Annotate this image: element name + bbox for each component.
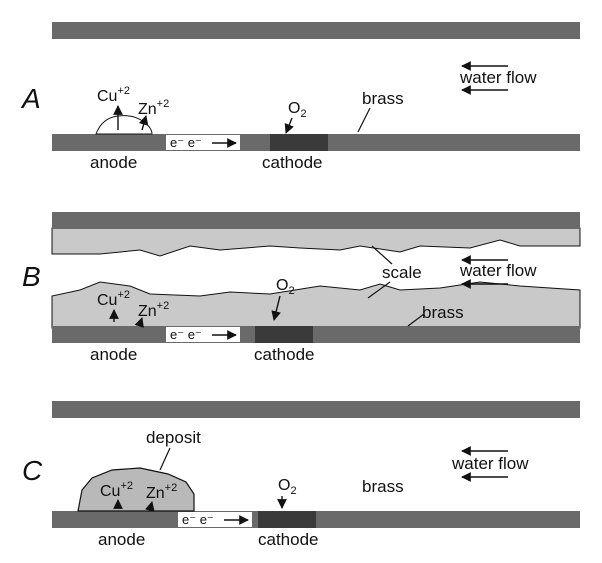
panel-a-zn-arrow [138,115,149,131]
panel-c-o2-label: O2 [278,477,297,497]
panel-b-cathode-zone [255,326,313,343]
panel-b-o2-arrow [271,295,281,321]
panel-c-brass-label: brass [362,477,404,496]
panel-b-lower-scale-layer [51,281,581,329]
panel-a-cathode-zone [270,134,328,151]
panel-a-brass-label: brass [362,89,404,108]
panel-a-o2-label: O2 [288,100,307,120]
panel-b-letter: B [22,261,41,292]
panel-a-cu-ion: Cu+2 [97,85,130,105]
panel-c: C deposit Cu+2 Zn+2 e⁻ e⁻ O2 brass water… [22,401,580,549]
panel-b-top-pipe-wall [52,212,580,229]
panel-c-cathode-zone [258,511,316,528]
panel-c-water-flow-label: water flow [451,454,529,473]
panel-a-brass-leader [357,107,371,133]
panel-c-zn-ion: Zn+2 [146,482,177,502]
panel-c-deposit-mound [77,467,195,512]
panel-b-upper-scale-layer [51,227,581,257]
panel-c-top-pipe-wall [52,401,580,418]
panel-b-anode-label: anode [90,345,137,364]
panel-a-electron-box [166,135,240,150]
panel-b-cathode-label: cathode [254,345,315,364]
panel-b-water-flow-label: water flow [459,261,537,280]
panel-b-brass-label: brass [422,303,464,322]
panel-b-brass-leader [407,313,425,327]
panel-b-scale-leader-down [367,281,391,299]
panel-c-letter: C [22,455,43,486]
panel-c-cu-ion: Cu+2 [100,480,133,500]
panel-c-deposit-label: deposit [146,428,201,447]
panel-b-zn-ion: Zn+2 [138,300,169,320]
panel-a-electrons: e⁻ e⁻ [170,135,202,150]
panel-b-o2-label: O2 [276,277,295,297]
panel-a-anode-label: anode [90,153,137,172]
panel-a-letter: A [20,83,41,114]
panel-c-zn-arrow [145,501,155,512]
panel-b-bottom-pipe-wall [52,326,580,343]
panel-b-electrons: e⁻ e⁻ [170,327,202,342]
panel-b-cu-ion: Cu+2 [97,289,130,309]
panel-a-zn-ion: Zn+2 [138,98,169,118]
panel-b-zn-arrow [134,317,144,328]
panel-a-water-flow-label: water flow [459,68,537,87]
panel-c-cathode-label: cathode [258,530,319,549]
panel-a-o2-arrow [284,117,294,134]
panel-c-deposit-leader [159,447,171,471]
panel-a: A Cu+2 Zn+2 e⁻ e⁻ O2 brass water flow an… [20,22,580,172]
panel-c-anode-label: anode [98,530,145,549]
panel-b: B Cu+2 Zn+2 e⁻ e⁻ O2 scale brass water f… [22,212,581,364]
panel-a-top-pipe-wall [52,22,580,39]
panel-b-scale-label: scale [382,263,422,282]
panel-a-cathode-label: cathode [262,153,323,172]
panel-b-scale-leader-up [371,245,393,265]
panel-a-corrosion-pit [95,115,153,135]
panel-c-electron-box [178,512,252,527]
panel-b-electron-box [166,327,240,342]
panel-c-electrons: e⁻ e⁻ [182,512,214,527]
